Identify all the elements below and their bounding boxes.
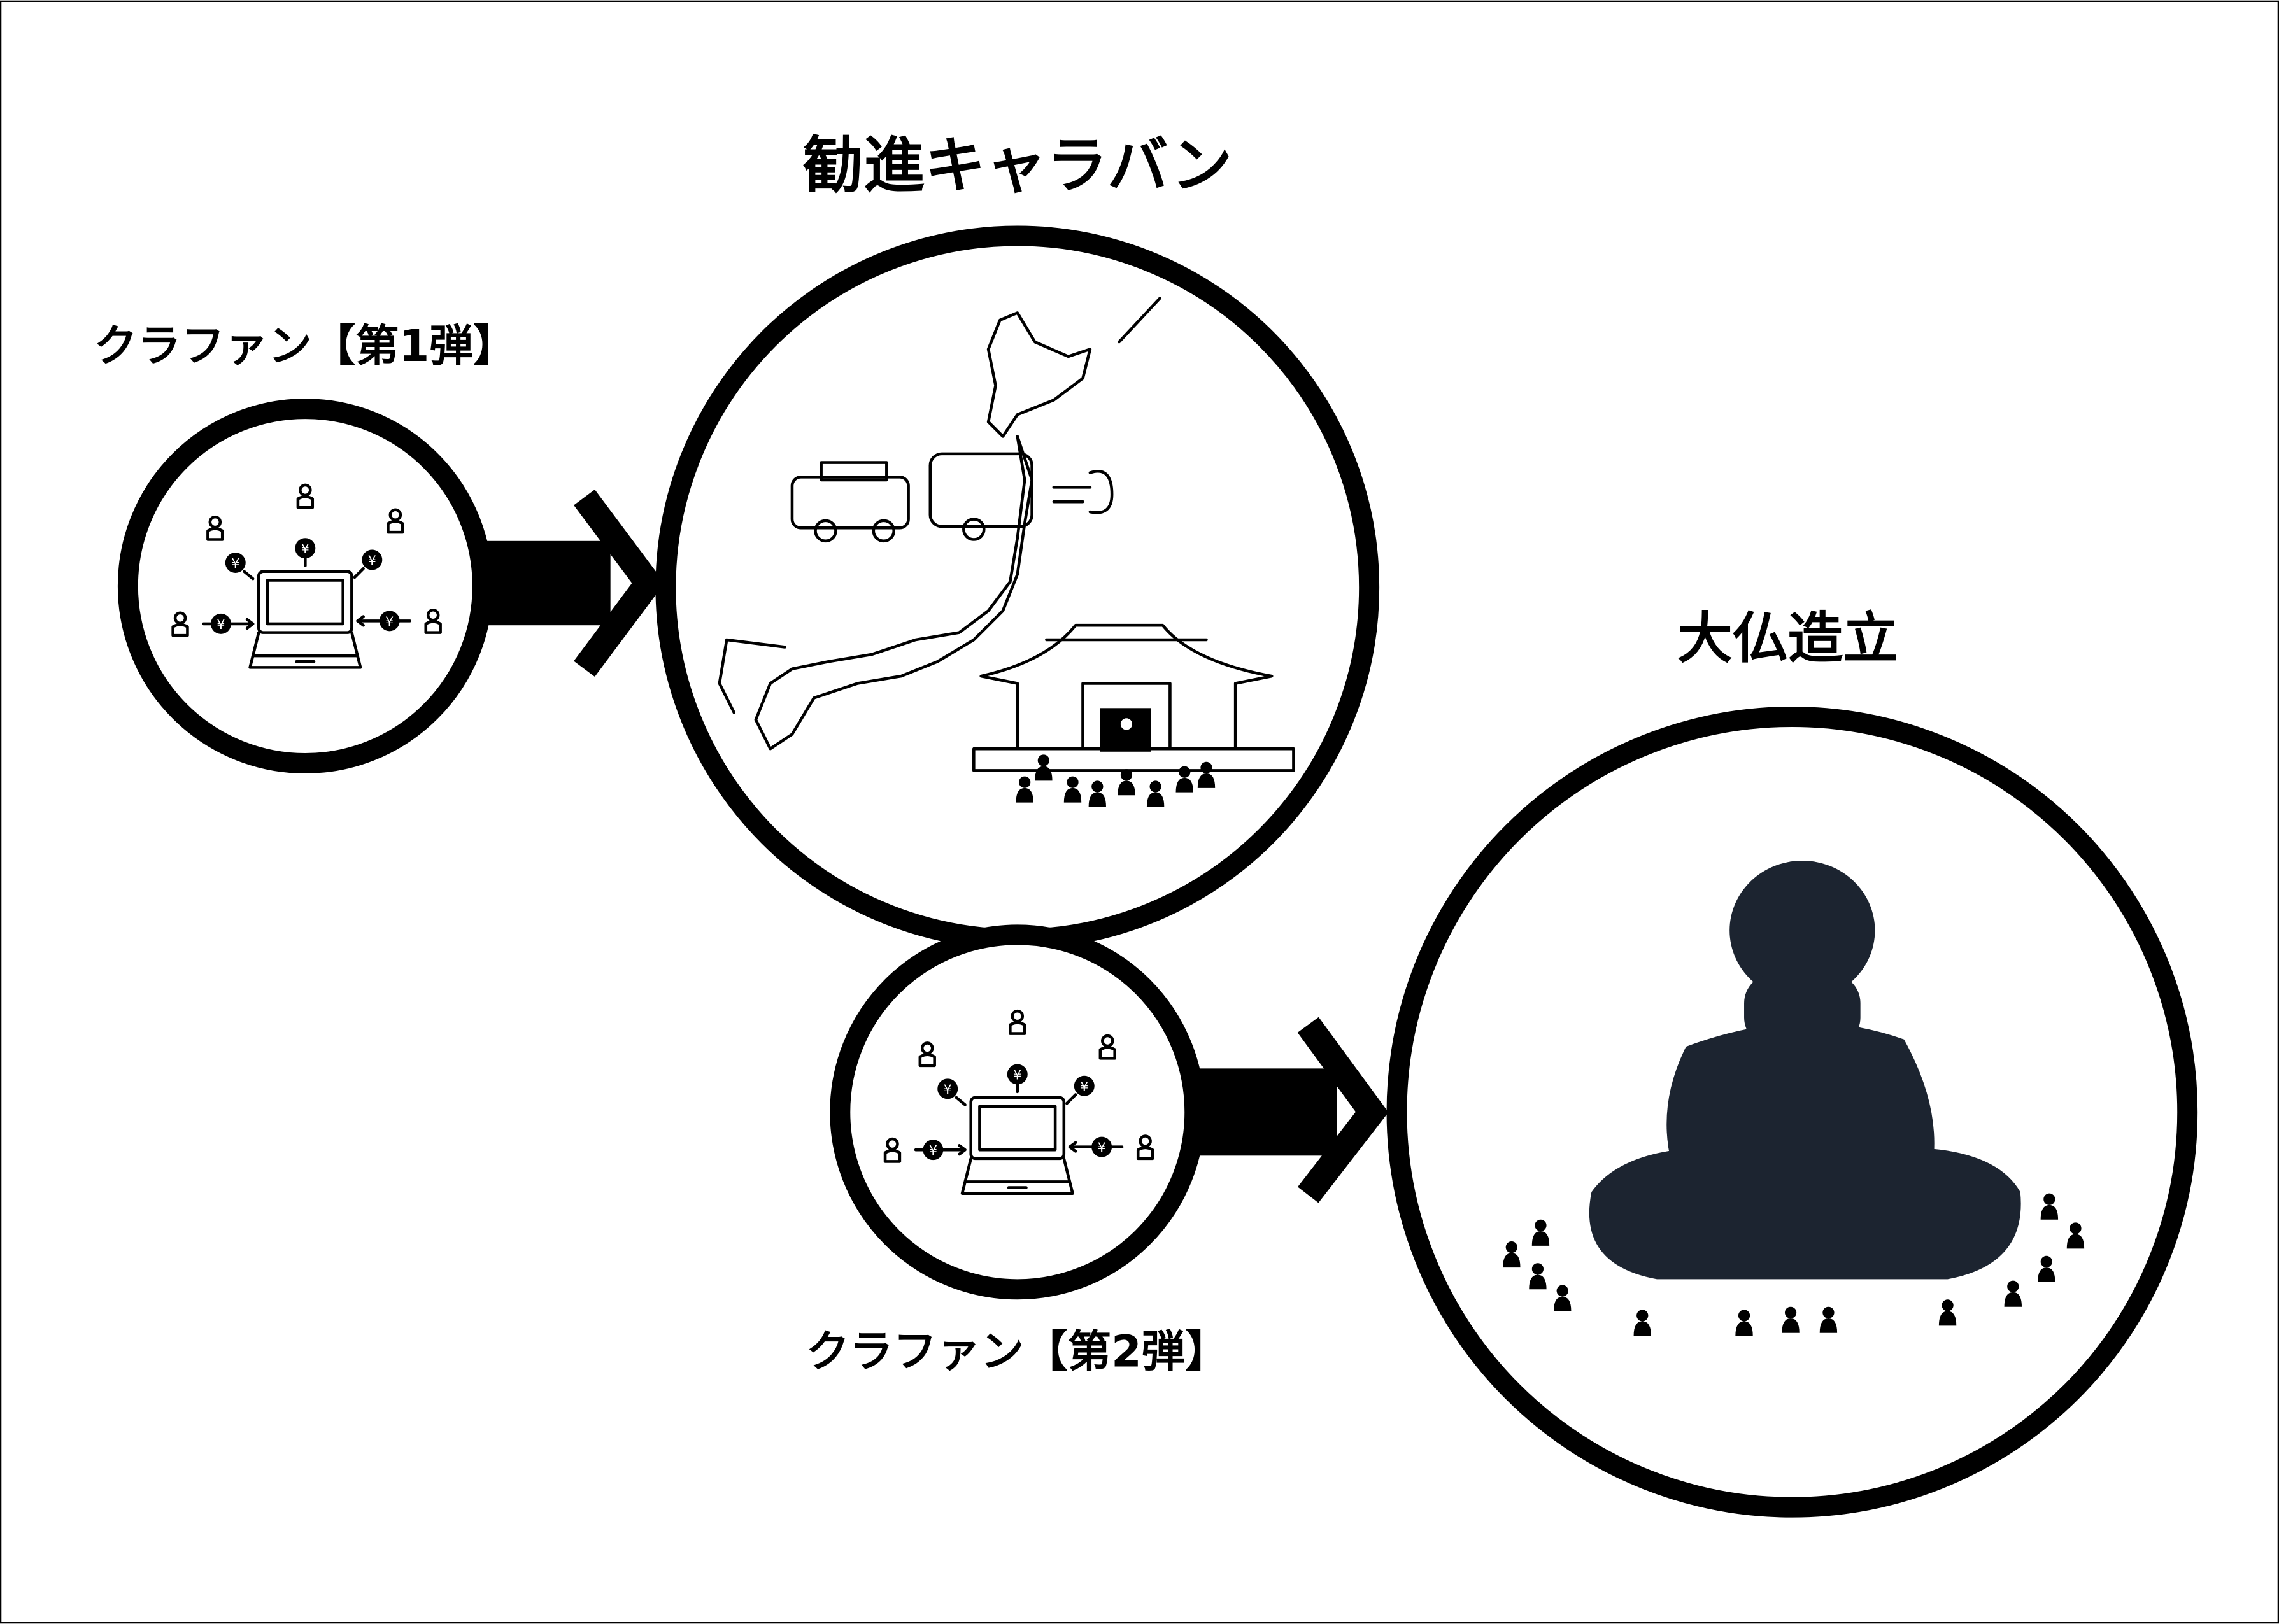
phase2-title: クラファン【第2弾】 bbox=[806, 1326, 1229, 1377]
temple-icon bbox=[972, 623, 1295, 772]
buddha-circle bbox=[1386, 707, 2198, 1518]
phase2-crowdfunding-circle bbox=[830, 924, 1205, 1300]
caravan-title: 勧進キャラバン bbox=[802, 130, 1232, 201]
arrow-right-icon bbox=[1191, 1017, 1389, 1203]
phase1-crowdfunding-circle bbox=[117, 399, 493, 774]
buddha-title: 大仏造立 bbox=[1677, 606, 1898, 670]
japan-map-icon bbox=[718, 297, 1161, 751]
arrow-right-icon bbox=[479, 490, 665, 677]
caravan-circle bbox=[655, 225, 1380, 950]
great-buddha-silhouette bbox=[1589, 860, 2021, 1280]
phase1-title: クラファン【第1弾】 bbox=[94, 321, 516, 372]
caravan-vehicle-icon bbox=[790, 452, 1114, 543]
